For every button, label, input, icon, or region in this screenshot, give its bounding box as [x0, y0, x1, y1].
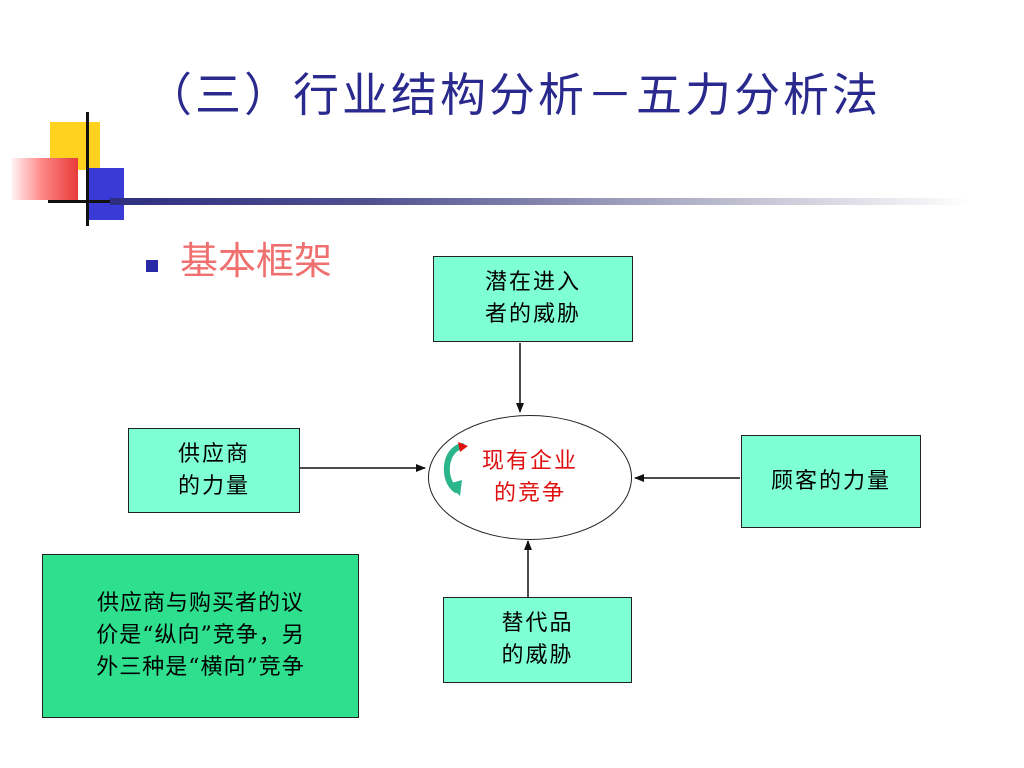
center-line-1: 现有企业 — [481, 448, 578, 474]
note-line-3: 外三种是“横向”竞争 — [96, 655, 305, 680]
note-line-1: 供应商与购买者的议 — [96, 591, 304, 616]
slide-title: （三）行业结构分析－五力分析法 — [146, 68, 881, 122]
logo-blue-square — [86, 168, 124, 220]
title-underline-rule — [110, 198, 970, 205]
box-potential-entrants: 潜在进入 者的威胁 — [433, 256, 633, 342]
note-line-2: 价是“纵向”竞争，另 — [96, 623, 305, 648]
center-rivalry-oval: 现有企业 的竞争 — [428, 415, 632, 540]
box-bottom-line-2: 的威胁 — [501, 643, 574, 668]
logo-horizontal-line — [48, 200, 116, 203]
box-left-line-2: 的力量 — [177, 473, 250, 499]
box-bottom-line-1: 替代品 — [501, 611, 574, 636]
center-line-2: 的竞争 — [493, 480, 566, 506]
box-right-line-1: 顾客的力量 — [770, 468, 891, 494]
box-buyer-power: 顾客的力量 — [741, 435, 921, 528]
box-top-line-2: 者的威胁 — [484, 302, 581, 327]
box-top-line-1: 潜在进入 — [484, 270, 581, 295]
cycle-arrow-icon — [443, 442, 468, 496]
box-substitutes-threat: 替代品 的威胁 — [443, 597, 632, 683]
box-left-line-1: 供应商 — [177, 441, 250, 467]
bullet-square-icon — [146, 260, 158, 272]
box-supplier-power: 供应商 的力量 — [128, 428, 300, 513]
note-box: 供应商与购买者的议 价是“纵向”竞争，另 外三种是“横向”竞争 — [42, 554, 359, 718]
logo-vertical-line — [86, 112, 89, 226]
logo-red-gradient-bar — [12, 158, 78, 200]
bullet-text: 基本框架 — [180, 239, 333, 283]
